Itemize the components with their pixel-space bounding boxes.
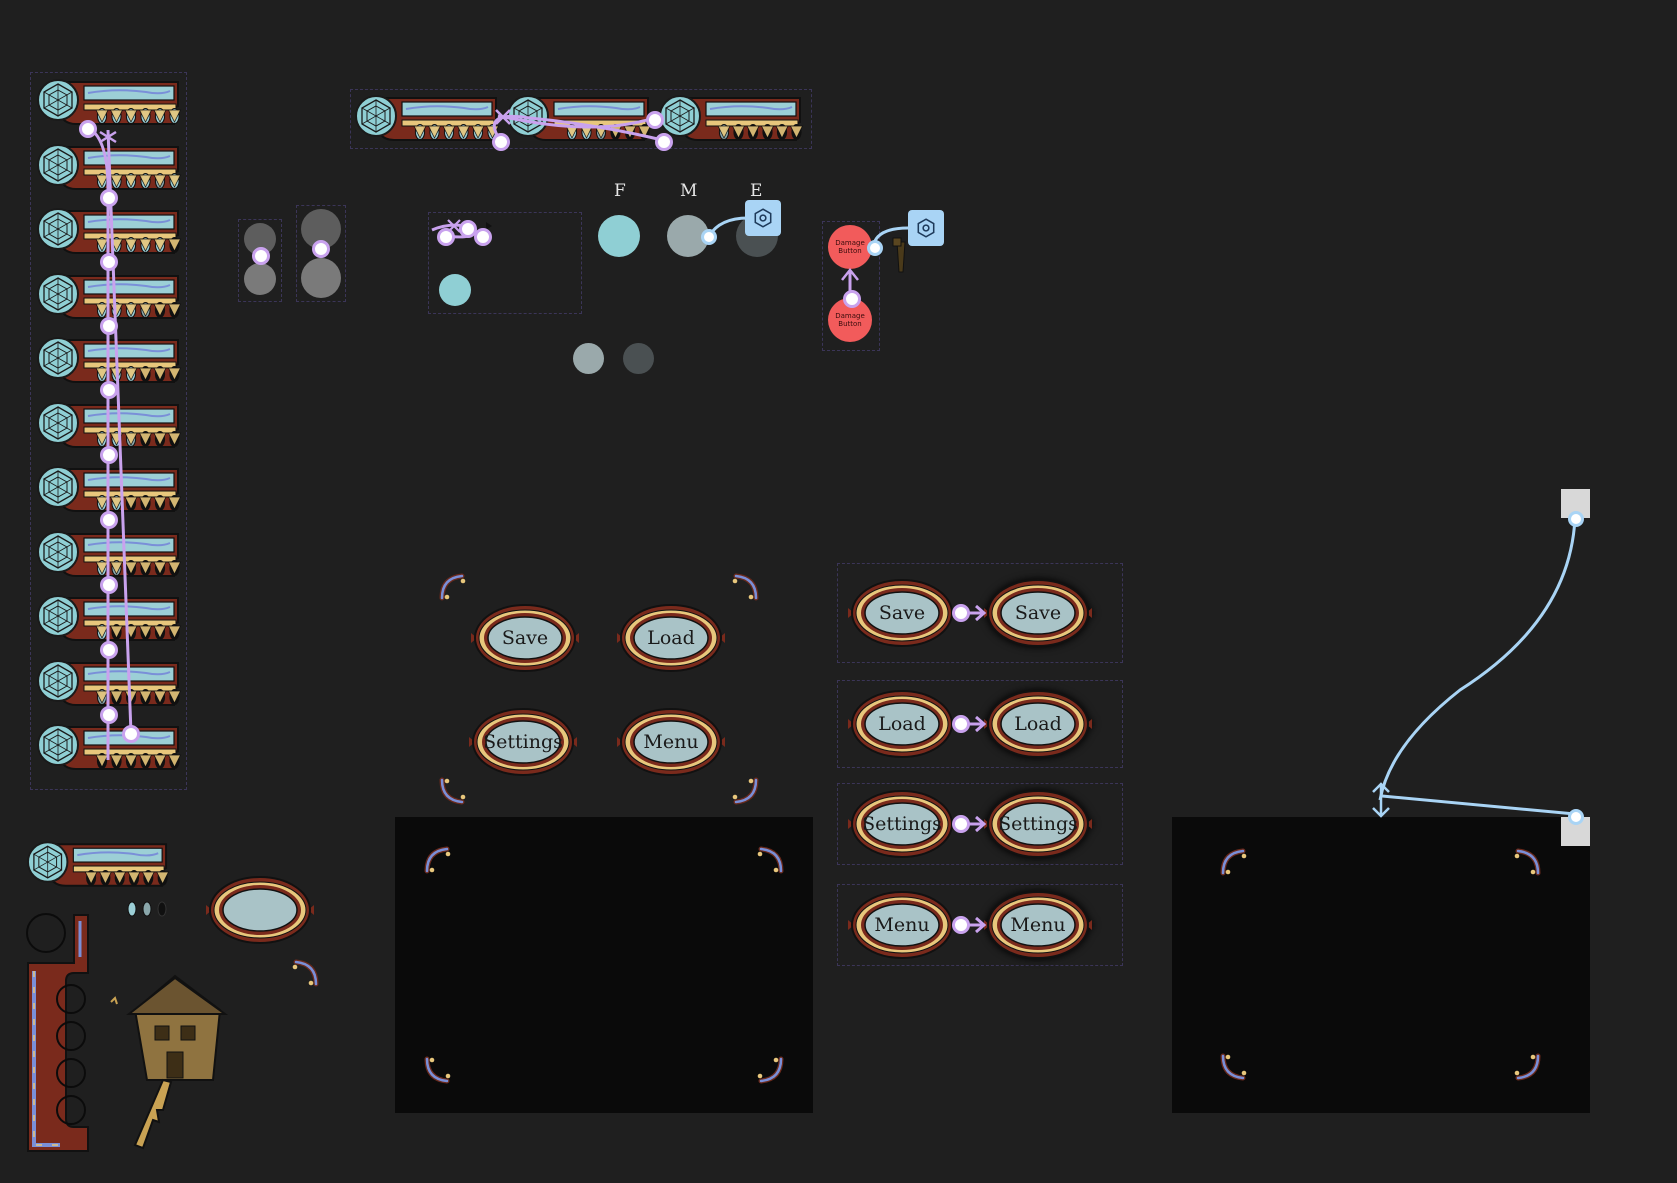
menu-button[interactable]: Menu [613,707,729,777]
state-button-normal[interactable]: Load [844,689,960,759]
inventory-slot[interactable] [56,984,86,1014]
connection-knob[interactable] [655,133,673,151]
connection-knob[interactable] [701,229,717,245]
connection-knob[interactable] [100,511,118,529]
menu-button-label: Menu [643,731,699,753]
connection-knob[interactable] [867,240,883,256]
connection-knob[interactable] [100,189,118,207]
connection-knob[interactable] [100,317,118,335]
connection-knob[interactable] [122,725,140,743]
house-key-icon [110,974,229,1150]
connection-knob[interactable] [1568,511,1584,527]
blank-button-asset [202,875,318,945]
connection-knob[interactable] [1568,809,1584,825]
toggle-circle-bottom[interactable] [301,258,341,298]
state-row-frame [837,680,1123,768]
connection-knob[interactable] [100,381,118,399]
inventory-slot[interactable] [56,1058,86,1088]
state-row-frame [837,884,1123,966]
connection-knob[interactable] [952,815,970,833]
state-button-hover[interactable]: Load [980,689,1096,759]
settings-button[interactable]: Settings [465,707,581,777]
state-button-hover-label: Settings [998,813,1078,835]
connection-knob[interactable] [474,228,492,246]
connection-knob[interactable] [843,290,861,308]
state-button-hover[interactable]: Save [980,578,1096,648]
grade-frame [428,212,582,314]
state-button-normal-label: Load [878,713,926,735]
save-button-label: Save [501,627,549,649]
toggle-circle-bottom[interactable] [244,263,276,295]
connection-knob[interactable] [100,641,118,659]
connection-knob[interactable] [952,604,970,622]
state-button-normal-label: Settings [862,813,942,835]
corner-ornament-icon [1512,1052,1542,1082]
health-bar [36,594,184,650]
connection-knob[interactable] [100,446,118,464]
corner-ornament-icon [290,958,320,988]
empty-slot-circle [26,913,66,953]
health-bar [36,465,184,521]
horizontal-bar-frame [350,89,812,149]
pip-states [125,901,175,921]
connection-knob[interactable] [312,240,330,258]
state-button-hover-label: Load [1014,713,1062,735]
state-button-normal[interactable]: Save [844,578,960,648]
health-bar-asset [26,840,172,892]
connection-knob[interactable] [459,220,477,238]
corner-ornament-icon [423,1055,453,1085]
load-button[interactable]: Load [613,603,729,673]
corner-ornament-icon [1219,1052,1249,1082]
damage-button-bottom[interactable]: Damage Button [828,298,872,342]
health-bar [658,94,806,150]
connection-knob[interactable] [100,253,118,271]
state-row-frame [837,563,1123,663]
save-button[interactable]: Save [467,603,583,673]
state-button-normal[interactable]: Menu [844,890,960,960]
health-bar [36,78,184,134]
connection-knob[interactable] [952,715,970,733]
damage-button-top[interactable]: Damage Button [828,225,872,269]
state-button-hover[interactable]: Menu [980,890,1096,960]
scene-panel [1172,817,1590,1113]
connection-knob[interactable] [100,706,118,724]
toggle-frame-small [238,219,282,302]
inventory-slot[interactable] [56,1021,86,1051]
connection-knob[interactable] [646,111,664,129]
grade-label-f: F [614,181,626,201]
toggle-frame-large [296,205,346,302]
state-row-frame [837,783,1123,865]
horizontal-connection-lines [492,109,663,142]
grade-label-e: E [750,181,763,201]
corner-ornament-icon [755,1055,785,1085]
state-button-hover-label: Save [1014,602,1062,624]
damage-frame [822,221,880,351]
grade-preview-mid [573,343,604,374]
connection-knob[interactable] [437,228,455,246]
inventory-slot[interactable] [56,1095,86,1125]
grade-preview-empty [623,343,654,374]
connection-knob[interactable] [952,916,970,934]
connection-knob[interactable] [492,133,510,151]
state-button-normal-label: Save [878,602,926,624]
state-button-normal-label: Menu [874,914,930,936]
state-button-normal[interactable]: Settings [844,789,960,859]
health-bar [354,94,502,150]
state-button-hover[interactable]: Settings [980,789,1096,859]
grade-indicator-default [439,274,471,306]
state-button-hover-label: Menu [1010,914,1066,936]
settings-button-label: Settings [483,731,563,753]
grade-label-m: M [680,181,698,201]
connection-knob[interactable] [79,120,97,138]
grade-circle-f [598,215,640,257]
gear-icon[interactable] [745,200,781,236]
anchor-connection-line [1372,517,1577,818]
dialog-panel [395,817,813,1113]
load-button-label: Load [647,627,695,649]
gear-icon[interactable] [908,210,944,246]
connection-knob[interactable] [252,247,270,265]
health-bar-stack-frame [30,72,187,790]
connection-knob[interactable] [100,576,118,594]
